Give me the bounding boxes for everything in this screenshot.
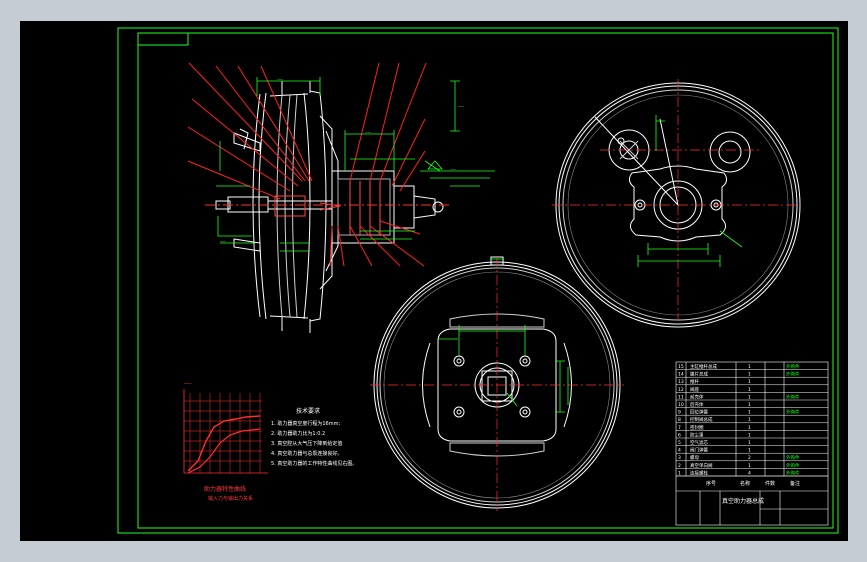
tb-row-name: 真空单向阀 <box>690 462 713 469</box>
tech-item-4: 4. 真空助力器与总泵连接良好。 <box>271 450 342 457</box>
tech-item-3: 3. 真空腔从大气压下降到给定值 <box>271 440 342 447</box>
tb-row-name: 控制阀总成 <box>690 416 713 423</box>
tb-row-no: 9 <box>678 410 681 416</box>
tb-row-name: 膜片总成 <box>690 371 708 378</box>
tb-row-qty: 1 <box>748 432 751 438</box>
tb-header-name: 名称 <box>740 480 750 487</box>
tb-row-name: 防尘罩 <box>690 431 704 438</box>
tb-row-name: 前壳体 <box>690 393 704 400</box>
tb-row-qty: 1 <box>748 387 751 393</box>
tech-title: 技术要求 <box>296 407 320 415</box>
graph-curve-upper <box>187 415 261 472</box>
tb-row-name: 推杆 <box>690 378 699 385</box>
tb-row-name: 回位弹簧 <box>690 409 708 416</box>
tb-row-qty: 1 <box>748 410 751 416</box>
tb-row-note: 外购件 <box>786 409 800 416</box>
rear-shell-outline <box>309 90 327 322</box>
tb-row-no: 14 <box>678 372 684 378</box>
tb-row-name: 后壳体 <box>690 401 704 408</box>
graph-caption-2: 输入力与输出力关系 <box>208 495 253 502</box>
corner-code-box <box>137 32 189 46</box>
tb-row-note: 外购件 <box>786 371 800 378</box>
tb-header-qty: 件数 <box>765 480 775 487</box>
tb-row-name: 连接螺栓 <box>690 469 708 476</box>
section-view <box>205 81 450 333</box>
mounting-plate <box>437 328 557 442</box>
graph-caption-1: 助力器特性曲线 <box>204 485 246 493</box>
characteristic-graph: ___ 助力器特性曲线 输入力与输出力关系 <box>183 378 268 502</box>
tb-header-note: 备注 <box>790 480 800 487</box>
tb-row-no: 6 <box>678 432 681 438</box>
end-view-bottom-centerlines <box>370 257 624 511</box>
tb-row-qty: 1 <box>748 379 751 385</box>
tb-row-no: 15 <box>678 364 684 370</box>
tech-item-2: 2. 助力器助力比为1:0.2 <box>271 430 325 437</box>
tb-row-qty: 1 <box>748 402 751 408</box>
tb-row-no: 7 <box>678 425 681 431</box>
tb-row-no: 10 <box>678 402 684 408</box>
tb-row-qty: 1 <box>748 448 751 454</box>
end-view-bottom-dimensions <box>438 258 569 413</box>
tb-row-no: 8 <box>678 417 681 423</box>
cad-drawing-canvas: ___ ___ ___ ___ ___ <box>20 21 848 541</box>
svg-text:___: ___ <box>276 75 284 80</box>
dimension-labels: ___ ___ ___ ___ ___ <box>219 75 465 242</box>
svg-text:___: ___ <box>457 102 465 107</box>
tb-row-qty: 4 <box>748 470 751 476</box>
tb-row-qty: 1 <box>748 440 751 446</box>
tb-row-qty: 1 <box>748 394 751 400</box>
end-view-right-centerlines <box>552 79 804 321</box>
tb-row-name: 阀门弹簧 <box>690 447 708 454</box>
dimension-lines <box>216 77 495 252</box>
drawing-title: 真空助力器总成 <box>722 497 764 505</box>
tb-row-qty: 1 <box>748 425 751 431</box>
tb-row-qty: 1 <box>748 364 751 370</box>
tb-row-qty: 2 <box>748 455 751 461</box>
tb-row-note: 外购件 <box>786 454 800 461</box>
tb-row-no: 13 <box>678 379 684 385</box>
tb-row-name: 螺母 <box>690 454 699 461</box>
cad-drawing-svg: ___ ___ ___ ___ ___ <box>117 27 839 534</box>
svg-text:___: ___ <box>364 128 372 133</box>
tb-row-no: 5 <box>678 440 681 446</box>
tb-row-qty: 1 <box>748 372 751 378</box>
tb-row-note: 外购件 <box>786 469 800 476</box>
graph-curve-lower <box>187 428 261 474</box>
svg-text:___: ___ <box>219 237 227 242</box>
tech-requirements: 技术要求 1. 助力器真空度行程为16mm; 2. 助力器助力比为1:0.2 3… <box>271 407 357 467</box>
tb-row-no: 3 <box>678 455 681 461</box>
tech-item-5: 5. 真空助力器的工作特性曲线见右图。 <box>271 460 357 467</box>
tb-row-name: 空气滤芯 <box>690 439 708 446</box>
leader-lines <box>187 62 427 267</box>
flange-plate <box>628 165 728 242</box>
tb-row-name: 主缸推杆总成 <box>690 363 717 370</box>
tech-item-1: 1. 助力器真空度行程为16mm; <box>271 420 340 427</box>
svg-text:___: ___ <box>183 378 192 384</box>
tb-row-no: 11 <box>678 394 684 400</box>
tb-row-no: 2 <box>678 463 681 469</box>
inner-border <box>137 32 834 529</box>
tb-row-note: 外购件 <box>786 462 800 469</box>
tb-row-qty: 1 <box>748 463 751 469</box>
end-view-right-dimensions <box>637 115 743 267</box>
tb-row-no: 1 <box>678 470 681 476</box>
tb-row-name: 密封圈 <box>690 424 704 431</box>
tb-header-no: 序号 <box>706 480 716 487</box>
tb-row-no: 4 <box>678 448 681 454</box>
outer-border <box>117 27 839 534</box>
tb-row-qty: 1 <box>748 417 751 423</box>
front-shell-outline <box>252 93 261 318</box>
tb-row-note: 外购件 <box>786 393 800 400</box>
tb-row-no: 12 <box>678 387 684 393</box>
tb-row-note: 外购件 <box>786 363 800 370</box>
tb-row-name: 阀座 <box>690 386 699 393</box>
svg-text:___: ___ <box>449 165 457 170</box>
